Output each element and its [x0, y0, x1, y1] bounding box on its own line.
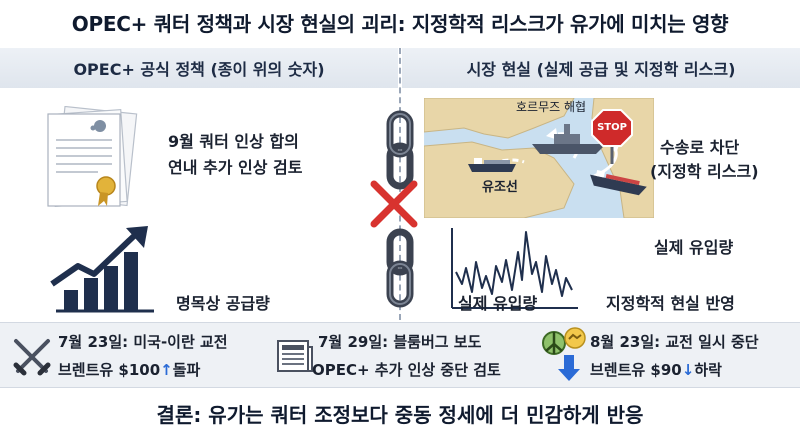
- page-title: OPEC+ 쿼터 정책과 시장 현실의 괴리: 지정학적 리스크가 유가에 미치…: [71, 11, 729, 36]
- conclusion-text: 결론: 유가는 쿼터 조정보다 중동 정세에 더 민감하게 반응: [156, 402, 644, 427]
- strait-label: 호르무즈 해협: [516, 100, 587, 114]
- route-blocked-line-1: 수송로 차단: [660, 138, 740, 157]
- event-3-line-1: 8월 23일: 교전 일시 중단: [590, 333, 759, 351]
- route-blocked-line-2: (지정학 리스크): [650, 162, 759, 181]
- red-cross-icon: [370, 180, 418, 228]
- down-arrow-icon: [558, 355, 580, 381]
- policy-text-line-1: 9월 쿼터 인상 합의: [168, 132, 299, 151]
- event-2-line-2: OPEC+ 추가 인상 중단 검토: [312, 361, 501, 379]
- event-3-price: 브렌트유 $90: [590, 361, 682, 379]
- stop-sign-text: STOP: [597, 122, 627, 133]
- event-3-suffix: 하락: [694, 361, 722, 379]
- down-arrow-glyph: ↓: [681, 361, 695, 379]
- geopolitical-reality-label: 지정학적 현실 반영: [606, 294, 735, 313]
- volatile-inflow-chart: [451, 228, 578, 309]
- event-aug-23: 8월 23일: 교전 일시 중단 브렌트유 $90↓하락: [534, 323, 800, 389]
- event-1-price: 브렌트유 $100: [58, 361, 161, 379]
- inflow-chart-caption: 실제 유입량: [458, 294, 538, 313]
- event-3-line-2: 브렌트유 $90↓하락: [590, 359, 722, 380]
- stop-sign-icon: [591, 109, 633, 164]
- newspaper-icon: [277, 340, 313, 372]
- events-timeline: 7월 23일: 미국-이란 교전 브렌트유 $100↑돌파 7월 29일: 블룸…: [0, 322, 800, 388]
- up-arrow-icon: ↑: [160, 361, 173, 379]
- nominal-supply-label: 명목상 공급량: [176, 294, 270, 313]
- event-july-23: 7월 23일: 미국-이란 교전 브렌트유 $100↑돌파: [0, 323, 266, 389]
- peace-icon: [542, 331, 566, 355]
- tanker-label: 유조선: [482, 180, 518, 195]
- actual-inflow-label: 실제 유입량: [654, 238, 734, 257]
- left-section-header: OPEC+ 공식 정책 (종이 위의 숫자): [0, 48, 398, 88]
- handshake-icon: [564, 327, 586, 349]
- document-stack-icon: [47, 106, 138, 208]
- crossed-swords-icon: [13, 339, 51, 376]
- rising-bar-chart-icon: [50, 226, 154, 313]
- event-1-suffix: 돌파: [172, 361, 201, 379]
- right-section-header: 시장 현실 (실제 공급 및 지정학 리스크): [402, 48, 800, 88]
- event-1-line-1: 7월 23일: 미국-이란 교전: [58, 333, 228, 351]
- event-july-29: 7월 29일: 블룸버그 보도 OPEC+ 추가 인상 중단 검토: [266, 323, 534, 389]
- broken-chain-icon: [386, 110, 414, 308]
- event-2-line-1: 7월 29일: 블룸버그 보도: [318, 333, 482, 351]
- policy-text-line-2: 연내 추가 인상 검토: [168, 158, 303, 177]
- event-1-line-2: 브렌트유 $100↑돌파: [58, 359, 200, 380]
